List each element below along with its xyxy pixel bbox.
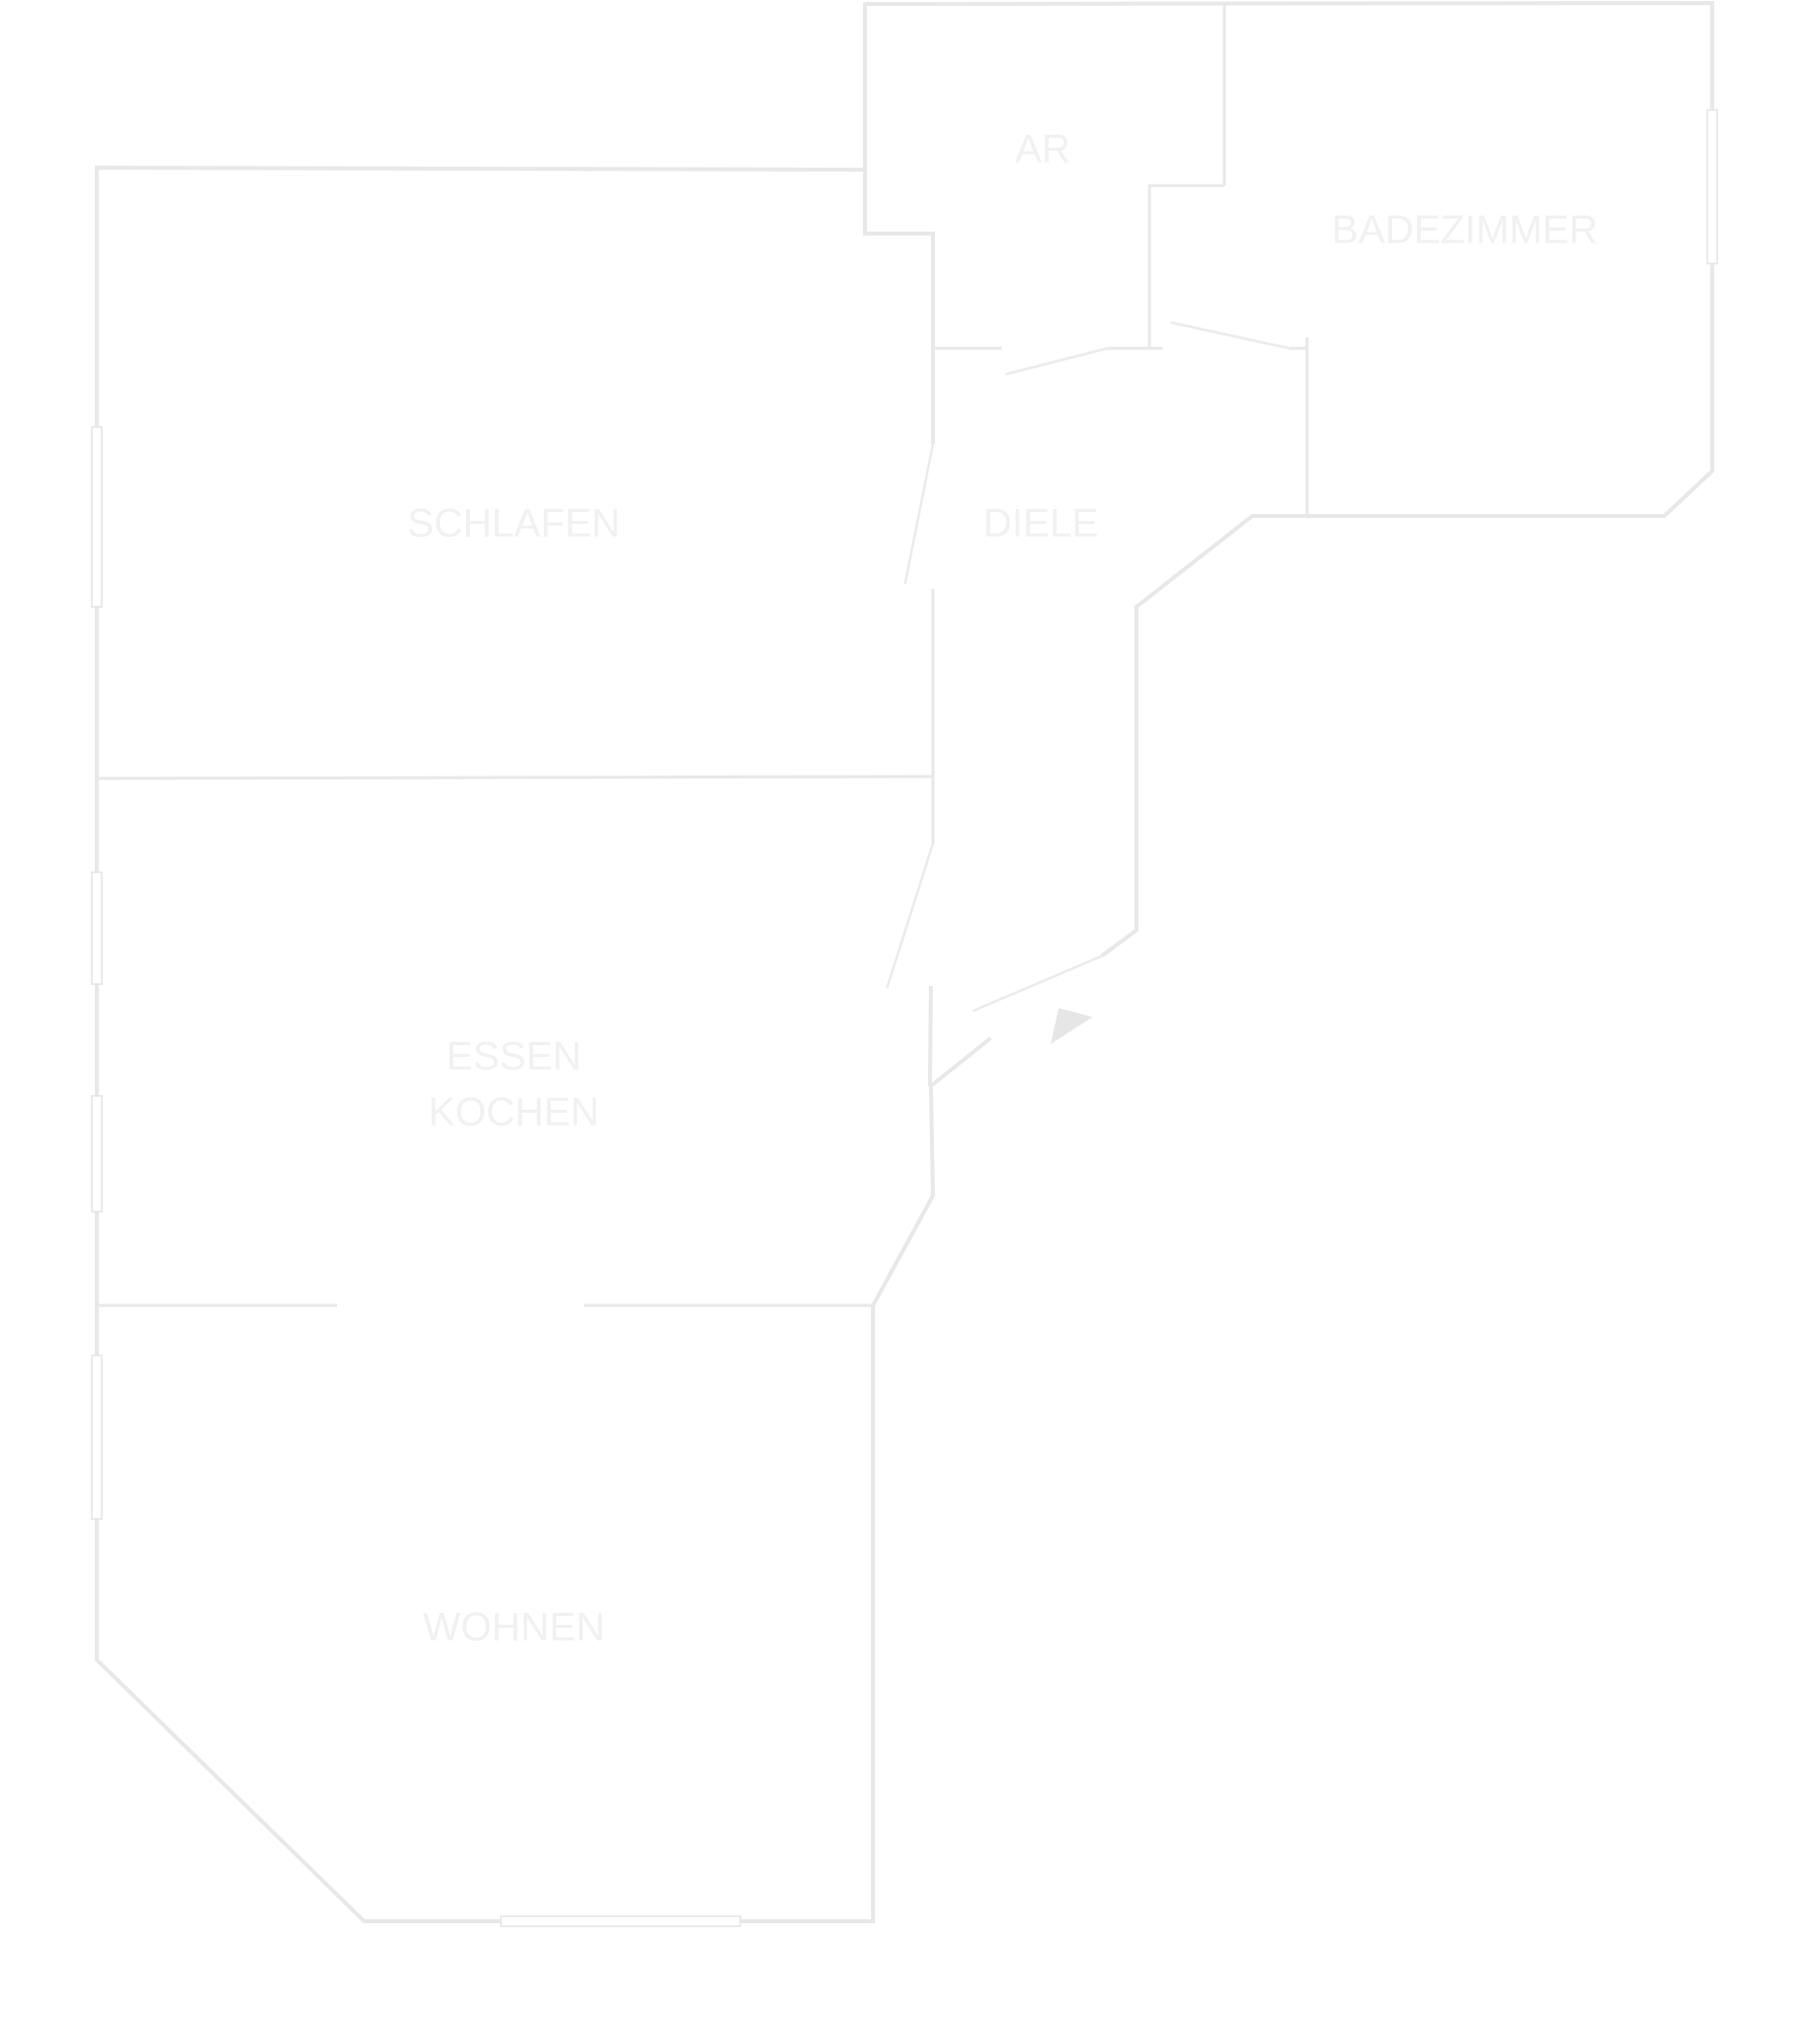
door-schlafen[interactable] xyxy=(903,443,935,585)
wall-segment xyxy=(863,0,1714,958)
wall-ar-step xyxy=(1147,184,1224,349)
interior-walls xyxy=(96,4,1309,1307)
room-labels: AR BADEZIMMER SCHLAFEN DIELE ESSEN KOCHE… xyxy=(407,128,1597,1650)
doors xyxy=(885,320,1290,1013)
room-label-ar: AR xyxy=(1015,128,1071,172)
entrance-arrow-icon xyxy=(1051,1008,1093,1044)
room-label-diele: DIELE xyxy=(983,502,1099,546)
window-wohnen-south xyxy=(500,1915,741,1927)
room-label-badezimmer: BADEZIMMER xyxy=(1332,209,1598,253)
window-schlafen xyxy=(91,426,103,608)
room-label-essen: ESSEN xyxy=(446,1035,582,1079)
wall-segment xyxy=(929,1036,993,1088)
exterior-walls xyxy=(95,0,1714,1923)
windows xyxy=(91,109,1718,1927)
room-label-kochen: KOCHEN xyxy=(428,1091,599,1135)
window-essen-lower xyxy=(91,1095,103,1213)
wall-segment xyxy=(928,985,933,1087)
window-wohnen-west xyxy=(91,1354,103,1520)
window-essen-upper xyxy=(91,871,103,985)
door-entrance[interactable] xyxy=(972,954,1103,1013)
wall-schlafen-essen xyxy=(96,774,934,780)
door-badezimmer[interactable] xyxy=(1169,320,1290,350)
door-ar[interactable] xyxy=(1005,346,1109,376)
door-essen-kochen[interactable] xyxy=(885,842,935,989)
room-label-wohnen: WOHNEN xyxy=(423,1606,605,1650)
window-badezimmer xyxy=(1706,109,1718,264)
room-label-schlafen: SCHLAFEN xyxy=(407,502,620,546)
